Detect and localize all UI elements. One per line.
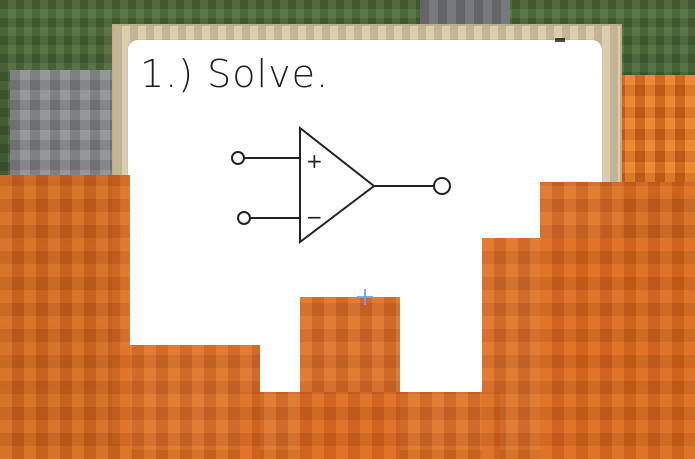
lava-overlay-left-lower (120, 345, 260, 459)
op-amp-svg: + − (231, 125, 451, 245)
plus-label: + (306, 149, 323, 173)
output-terminal (433, 177, 451, 195)
minus-input-terminal (237, 211, 251, 225)
lava-overlay-right-tall (540, 182, 695, 459)
op-amp-triangle (299, 125, 376, 245)
question-text: 1.) Solve. (140, 52, 330, 96)
op-amp-diagram: + − (220, 120, 480, 260)
plus-input-terminal (231, 151, 245, 165)
paper-hang-tab (555, 38, 565, 42)
lava-overlay-middle-bottom (240, 392, 500, 459)
crosshair-icon (357, 289, 373, 305)
minus-label: − (306, 205, 323, 229)
lava-overlay-left (0, 175, 130, 459)
